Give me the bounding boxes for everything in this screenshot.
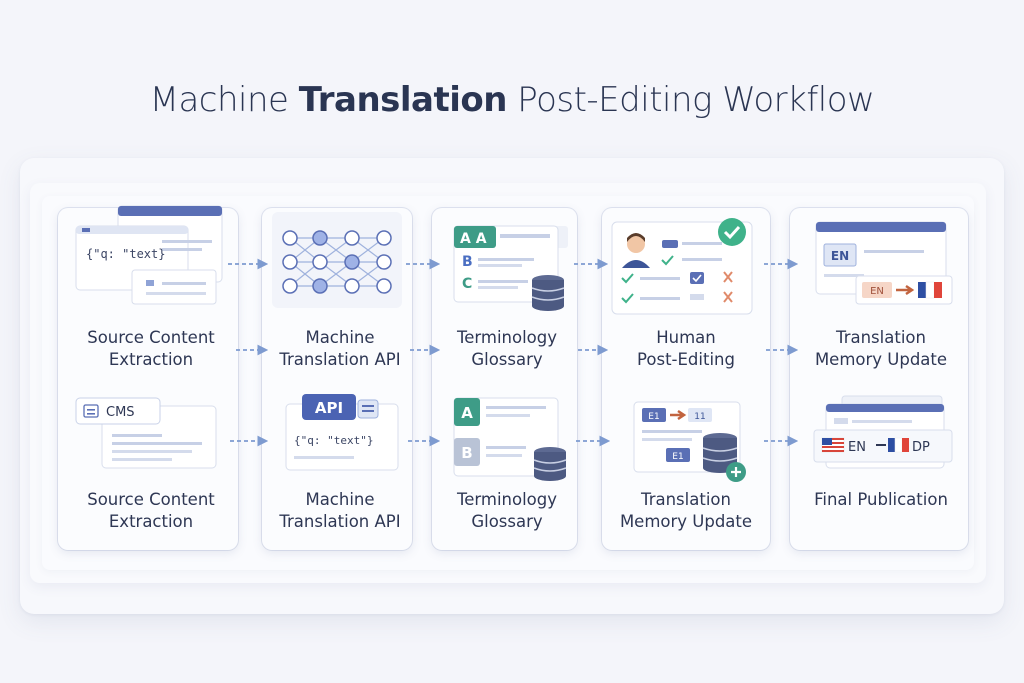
step-label-mt-api: Machine Translation API — [279, 328, 401, 369]
memory-update-illustration: E1 11 E1 — [633, 401, 746, 482]
check-badge-icon — [718, 218, 746, 246]
plus-icon — [726, 462, 746, 482]
svg-text:{"q: "text"}: {"q: "text"} — [294, 434, 373, 447]
svg-text:B: B — [462, 254, 473, 270]
svg-text:E1: E1 — [672, 452, 683, 462]
final-publication-illustration: EN DP — [813, 395, 953, 469]
source-extraction-illustration: {"q: "text} — [75, 205, 223, 305]
step-label-source-extraction: Source Content Extraction — [87, 490, 215, 531]
svg-text:EN: EN — [848, 440, 866, 455]
database-icon — [533, 447, 567, 481]
user-avatar-icon — [622, 233, 650, 268]
svg-text:A: A — [461, 404, 473, 422]
glossary-illustration: A A B C — [453, 225, 568, 311]
svg-text:11: 11 — [694, 412, 705, 422]
svg-text:B: B — [461, 444, 472, 462]
step-label-final-publication: Final Publication — [814, 490, 948, 509]
step-label-glossary: Terminology Glossary — [456, 490, 558, 531]
step-label-memory-update: Translation Memory Update — [814, 328, 948, 369]
french-flag-icon — [888, 437, 909, 453]
api-illustration: API {"q: "text"} — [285, 394, 399, 471]
svg-text:A A: A A — [460, 231, 487, 247]
page-title: Machine Translation Post-Editing Workflo… — [149, 80, 875, 120]
neural-network-illustration — [272, 212, 402, 308]
svg-text:DP: DP — [912, 440, 930, 455]
step-label-post-editing: Human Post-Editing — [637, 328, 735, 369]
translation-memory-illustration: EN EN — [815, 221, 953, 305]
source-snippet-text: {"q: "text} — [86, 247, 165, 261]
svg-text:EN: EN — [831, 249, 849, 263]
cms-illustration: CMS — [75, 397, 217, 469]
database-icon — [531, 275, 565, 311]
glossary-ab-illustration: A B — [453, 397, 567, 481]
step-label-memory-update: Translation Memory Update — [619, 490, 753, 531]
svg-text:EN: EN — [870, 286, 884, 297]
us-flag-icon — [821, 437, 845, 453]
french-flag-icon — [918, 281, 942, 299]
human-post-editing-illustration — [611, 218, 753, 315]
step-label-glossary: Terminology Glossary — [456, 328, 558, 369]
step-label-mt-api: Machine Translation API — [279, 490, 401, 531]
api-badge: API — [315, 399, 343, 417]
step-label-source-extraction: Source Content Extraction — [87, 328, 215, 369]
cms-badge: CMS — [106, 405, 135, 420]
svg-text:C: C — [462, 276, 472, 292]
svg-text:E1: E1 — [648, 412, 659, 422]
